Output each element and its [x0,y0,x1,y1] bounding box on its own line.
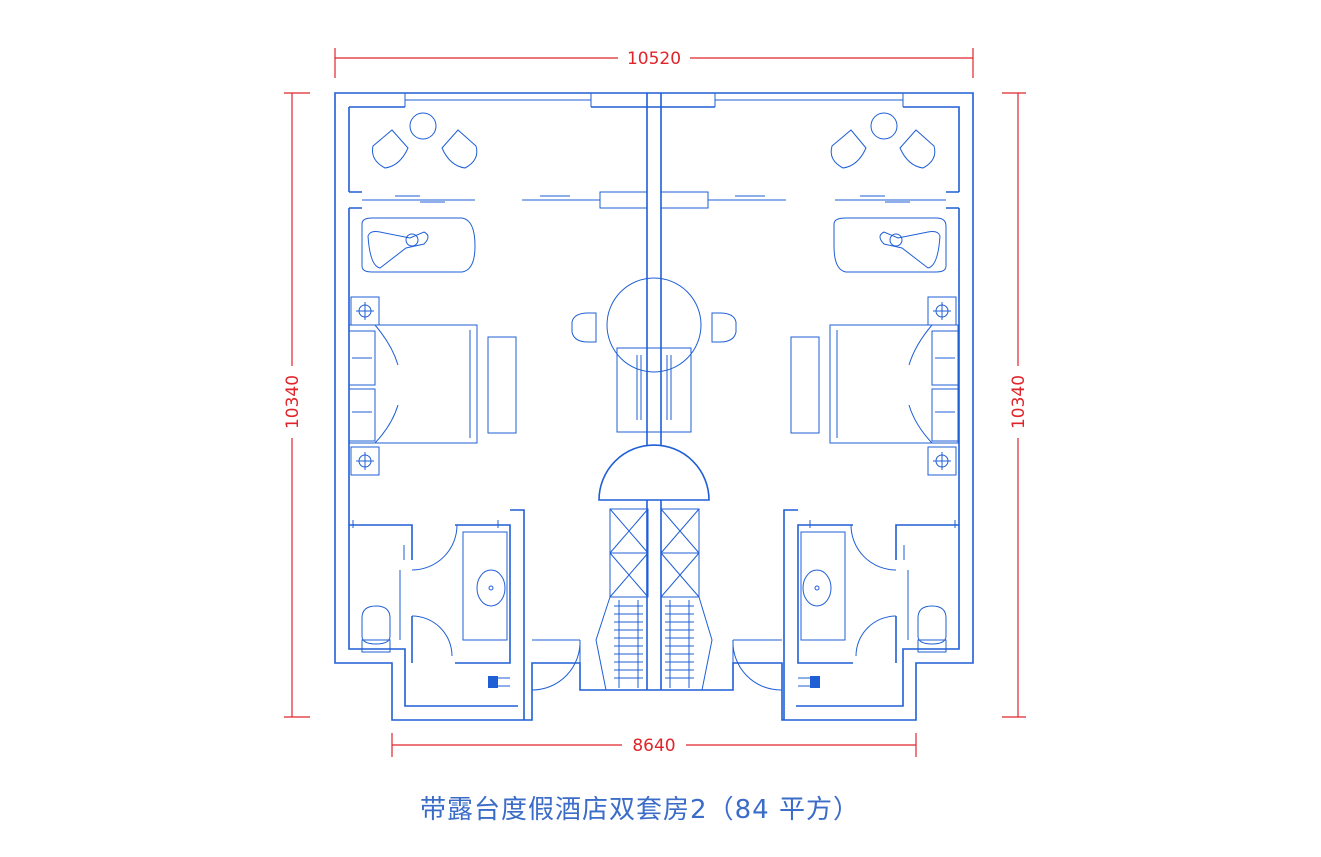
dimension-right: 10340 [1002,92,1030,718]
terrace-doors [349,191,959,209]
dimension-bottom-label: 8640 [632,736,675,756]
outer-walls [334,92,974,721]
plan-title: 带露台度假酒店双套房2（84 平方） [420,795,860,825]
nightstands [350,296,957,476]
central-partition [646,93,662,690]
dining-table [571,277,737,433]
dimension-bottom: 8640 [391,733,917,757]
bathroom-left [349,509,525,720]
hanger-rack-right [665,600,694,688]
dimension-top-label: 10520 [627,49,681,69]
terrace-furniture-left [372,112,478,169]
sofa-left [361,217,476,273]
entry-doors [531,639,783,691]
bed-left [348,324,517,444]
dimension-left-label: 10340 [283,375,303,429]
dimension-left: 10340 [280,92,310,718]
bed-right [790,324,959,444]
dimension-top: 10520 [334,46,974,78]
dimension-right-label: 10340 [1009,375,1029,429]
bathroom-right [783,509,959,720]
display-dome [598,444,710,501]
sofa-right [833,217,947,273]
closets [595,508,713,691]
terrace-furniture-right [830,112,936,169]
hanger-rack-left [614,600,643,688]
